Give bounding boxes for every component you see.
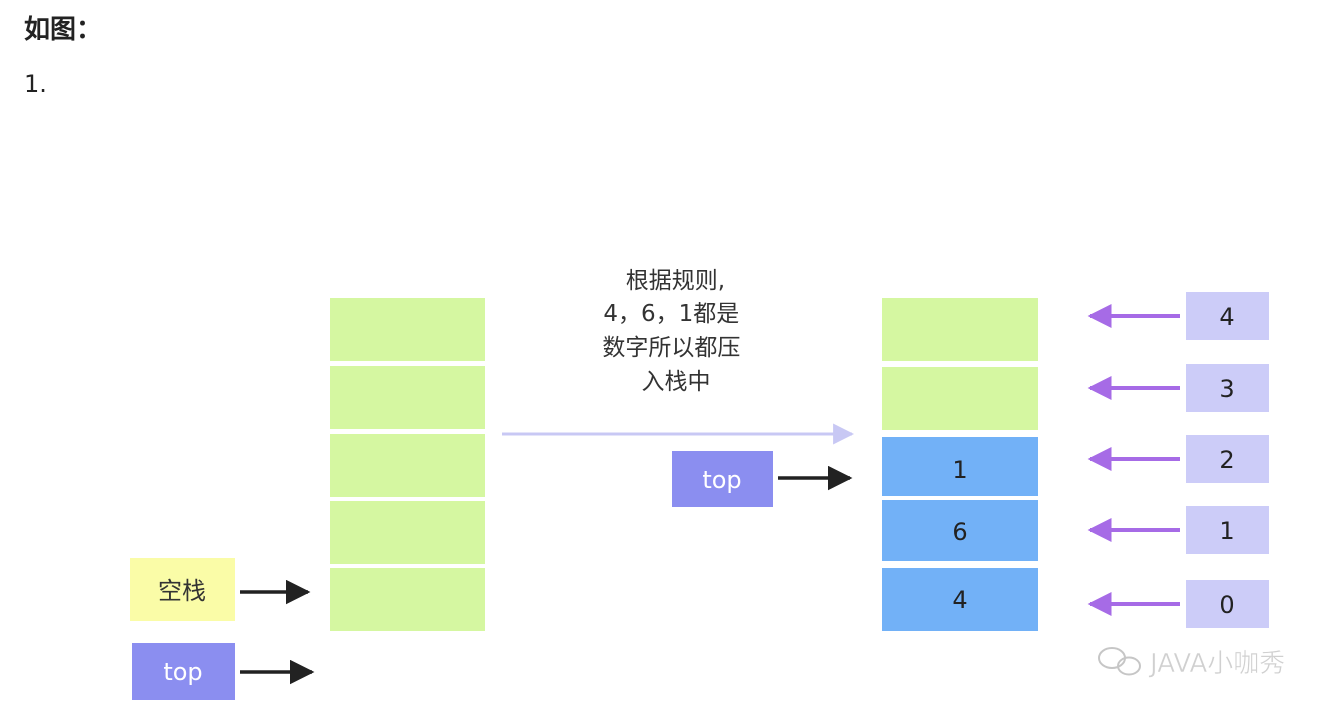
top-label-left: top [163,658,202,686]
index-box [1186,580,1269,628]
index-box [1186,364,1269,412]
right-stack-slot-filled [882,500,1038,561]
left-stack-slot [330,501,485,564]
index-box [1186,292,1269,340]
right-stack-slot-filled [882,437,1038,496]
right-stack-value: 4 [952,586,967,614]
index-box [1186,435,1269,483]
top-box-right [672,451,773,507]
heading: 如图： [24,15,103,45]
wechat-icon [1098,647,1141,676]
index-label: 0 [1219,591,1234,619]
index-arrows [1087,304,1180,616]
index-box [1186,506,1269,554]
left-stack [330,298,485,631]
right-stack-slot-empty [882,367,1038,430]
index-label: 3 [1219,375,1234,403]
list-number: 1. [24,70,47,98]
caption-line-4: 入栈中 [642,369,711,395]
empty-stack-label: 空栈 [158,577,206,605]
right-stack-value: 6 [952,518,967,546]
index-label: 2 [1219,446,1234,474]
right-stack: 1 6 4 [882,298,1038,631]
right-stack-slot-empty [882,298,1038,361]
index-labels: 4 3 2 1 0 [1186,292,1269,628]
top-box-left [132,643,235,700]
left-stack-slot [330,434,485,497]
caption: 根据规则, 4，6，1都是 数字所以都压 入栈中 [602,268,747,395]
caption-line-3: 数字所以都压 [602,335,740,361]
watermark-text: JAVA小咖秀 [1148,649,1285,679]
right-stack-slot-filled [882,568,1038,631]
caption-line-2: 4，6，1都是 [603,301,739,327]
empty-stack-label-box [130,558,235,621]
right-stack-value: 1 [952,456,967,484]
index-label: 1 [1219,517,1234,545]
index-label: 4 [1219,303,1234,331]
top-label-right: top [702,466,741,494]
caption-line-1: 根据规则, [626,268,725,294]
left-stack-slot [330,568,485,631]
watermark: JAVA小咖秀 [1098,647,1286,679]
left-stack-slot [330,366,485,429]
left-stack-slot [330,298,485,361]
